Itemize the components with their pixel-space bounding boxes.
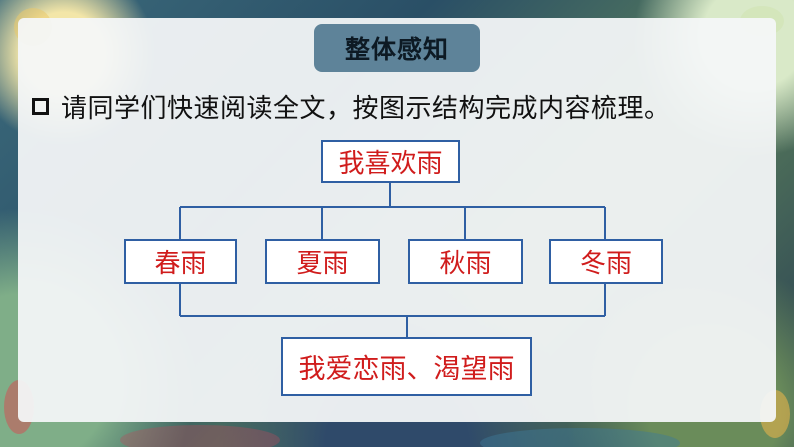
decorative-foliage — [480, 428, 680, 447]
root-node: 我喜欢雨 — [321, 140, 460, 183]
instruction: 请同学们快速阅读全文，按图示结构完成内容梳理。 — [32, 88, 671, 124]
decorative-foliage — [120, 425, 280, 447]
conclusion-node: 我爱恋雨、渴望雨 — [281, 337, 532, 396]
section-title: 整体感知 — [314, 24, 480, 72]
season-node-autumn: 秋雨 — [408, 239, 523, 284]
season-node-winter: 冬雨 — [549, 239, 663, 284]
season-node-spring: 春雨 — [124, 239, 237, 284]
instruction-text: 请同学们快速阅读全文，按图示结构完成内容梳理。 — [61, 93, 671, 124]
checkbox-icon — [32, 97, 49, 115]
season-node-summer: 夏雨 — [265, 239, 380, 284]
